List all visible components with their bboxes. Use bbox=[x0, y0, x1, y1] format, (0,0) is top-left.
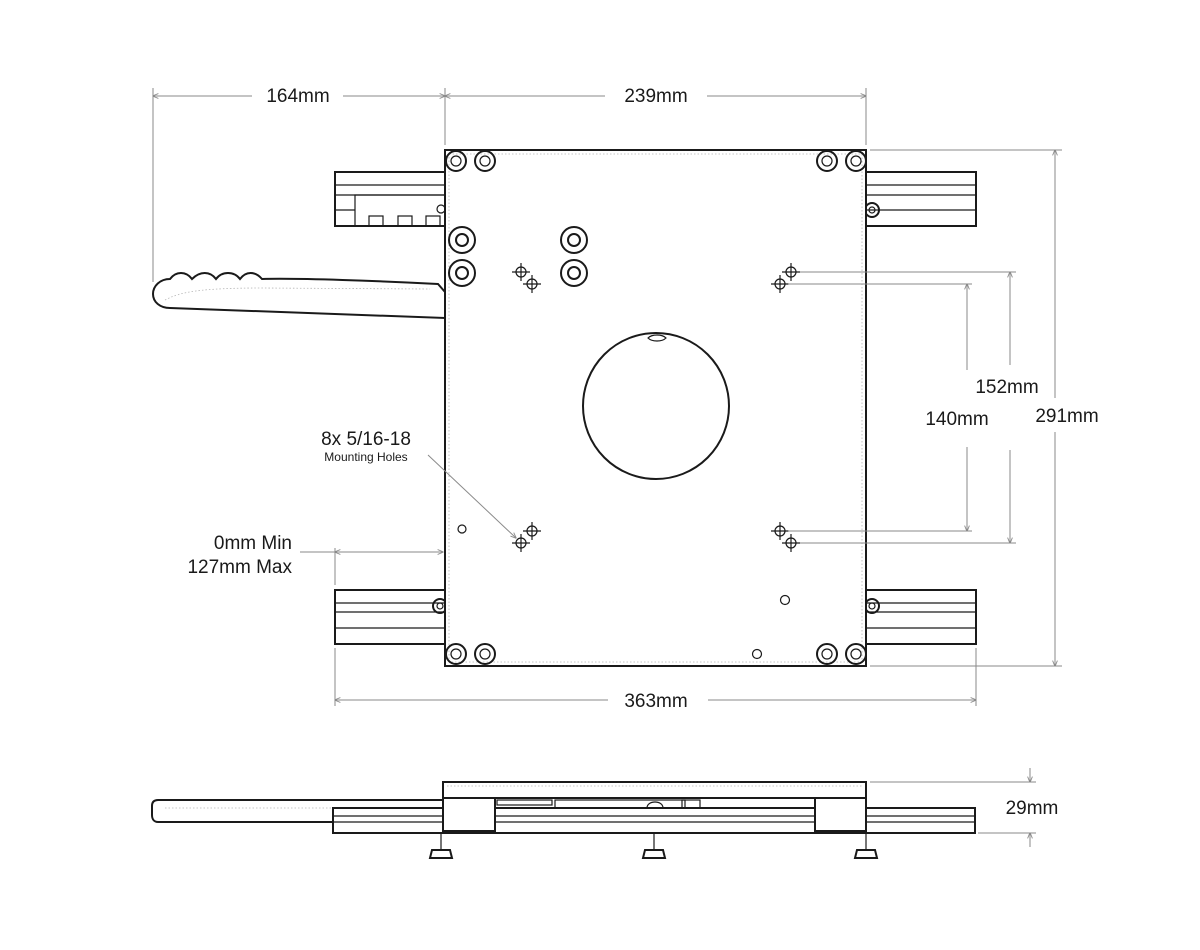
corner-bolts bbox=[445, 150, 867, 665]
dim-plate-width: 239mm bbox=[624, 86, 687, 107]
dim-thickness: 29mm bbox=[1006, 798, 1059, 819]
top-view: 164mm 239mm 291mm 152mm 140mm 0mm Min 12… bbox=[151, 86, 1099, 712]
mounting-studs bbox=[428, 833, 879, 859]
side-view: 29mm bbox=[151, 768, 1059, 859]
center-hole bbox=[582, 332, 730, 480]
release-handle bbox=[151, 272, 446, 320]
dim-handle-offset: 164mm bbox=[266, 86, 329, 107]
slide-rails bbox=[334, 171, 977, 645]
callout-mounting-holes-subtitle: Mounting Holes bbox=[324, 450, 407, 464]
mounting-holes bbox=[512, 263, 800, 552]
dim-slide-min: 0mm Min bbox=[214, 533, 292, 554]
dimension-lines bbox=[153, 88, 1062, 706]
dim-slide-max: 127mm Max bbox=[187, 557, 292, 578]
hex-bolts bbox=[448, 226, 588, 287]
dim-overall-width: 363mm bbox=[624, 691, 687, 712]
callout-mounting-holes-title: 8x 5/16-18 bbox=[321, 429, 411, 450]
dim-plate-height: 291mm bbox=[1035, 406, 1098, 427]
swivel-plate bbox=[444, 149, 867, 667]
dim-hole-spacing-outer: 152mm bbox=[975, 377, 1038, 398]
dim-hole-spacing-inner: 140mm bbox=[925, 409, 988, 430]
